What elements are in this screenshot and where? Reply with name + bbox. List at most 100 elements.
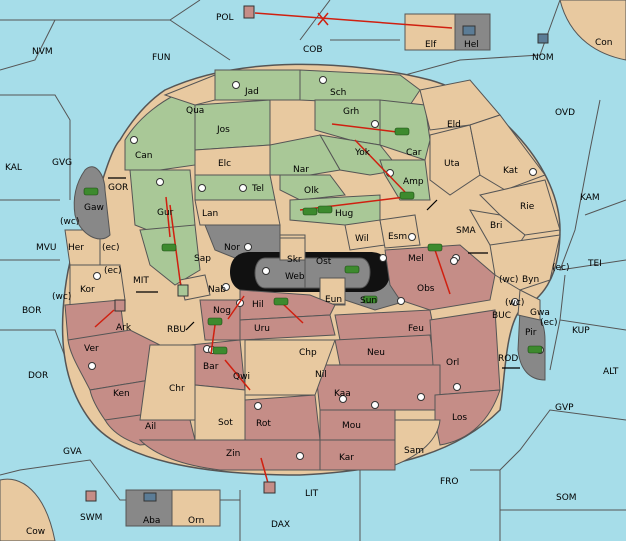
region-sch[interactable] <box>299 69 421 106</box>
region-neu[interactable] <box>334 334 436 366</box>
label-ec-byn: (ec) <box>552 263 570 273</box>
region-elf[interactable] <box>404 13 456 51</box>
region-chr[interactable] <box>139 344 196 421</box>
label-qua: Qua <box>186 106 204 116</box>
label-jad: Jad <box>244 87 259 97</box>
label-kal: KAL <box>5 163 22 173</box>
label-qwi: Qwi <box>233 372 250 382</box>
label-lit: LIT <box>305 489 319 499</box>
label-ark: Ark <box>116 323 132 333</box>
region-obs[interactable] <box>384 244 496 311</box>
label-orl: Orl <box>446 358 459 368</box>
green-regions <box>124 69 431 286</box>
region-elc[interactable] <box>194 144 271 176</box>
label-rod: ROD <box>498 354 518 364</box>
region-uta[interactable] <box>429 124 481 196</box>
region-gwa[interactable] <box>517 289 541 321</box>
label-mel: Mel <box>408 254 424 264</box>
label-swm: SWM <box>80 513 102 523</box>
label-gvg: GVG <box>52 158 72 168</box>
region-sap[interactable] <box>139 224 201 286</box>
label-ec-her: (ec) <box>102 243 120 253</box>
label-pol: POL <box>216 13 234 23</box>
label-gvp: GVP <box>555 403 574 413</box>
label-nom: NOM <box>532 53 554 63</box>
label-tei: TEI <box>587 259 602 269</box>
label-kar: Kar <box>339 453 354 463</box>
label-bor: BOR <box>22 306 41 316</box>
label-olk: Olk <box>304 186 320 196</box>
region-ail[interactable] <box>104 414 196 446</box>
label-esm: Esm <box>388 232 407 242</box>
label-nor: Nor <box>224 243 240 253</box>
label-sma: SMA <box>456 226 476 236</box>
region-orn[interactable] <box>171 489 221 527</box>
label-gwa: Gwa <box>530 308 550 318</box>
label-los: Los <box>452 413 467 423</box>
label-som: SOM <box>556 493 577 503</box>
label-chr: Chr <box>169 384 185 394</box>
label-gva: GVA <box>63 447 83 457</box>
region-can[interactable] <box>124 94 196 171</box>
region-sam[interactable] <box>394 419 441 466</box>
label-alt: ALT <box>603 367 619 377</box>
label-kat: Kat <box>503 166 518 176</box>
label-amp: Amp <box>403 177 424 187</box>
label-cob: COB <box>303 45 323 55</box>
region-web[interactable] <box>254 257 306 289</box>
region-eun-box[interactable] <box>319 277 346 305</box>
label-mit: MIT <box>133 276 149 286</box>
label-nar: Nar <box>293 165 309 175</box>
label-gor: GOR <box>108 183 128 193</box>
label-aba: Aba <box>143 516 160 526</box>
label-uru: Uru <box>254 324 270 334</box>
label-cow: Cow <box>26 527 45 537</box>
region-olk[interactable] <box>279 174 346 201</box>
label-kaa: Kaa <box>334 389 351 399</box>
fleet-units <box>85 5 549 502</box>
label-buc: BUC <box>492 311 511 321</box>
label-sap: Sap <box>194 254 211 264</box>
region-skr-box[interactable] <box>279 237 306 261</box>
region-los[interactable] <box>434 389 501 446</box>
label-ec-gwa: (ec) <box>540 318 558 328</box>
label-sun: Sun <box>360 296 377 306</box>
label-jos: Jos <box>216 125 230 135</box>
label-wc-byn: (wc) <box>499 275 518 285</box>
label-ail: Ail <box>145 422 156 432</box>
label-dax: DAX <box>271 520 290 530</box>
region-kat[interactable] <box>469 114 546 191</box>
region-gaw[interactable] <box>73 166 111 240</box>
label-mvu: MVU <box>36 243 57 253</box>
label-rie: Rie <box>520 202 535 212</box>
label-pir: Pir <box>525 328 537 338</box>
region-rie[interactable] <box>479 179 561 236</box>
region-sot[interactable] <box>194 384 246 441</box>
label-bar: Bar <box>203 362 219 372</box>
region-qua[interactable] <box>163 74 216 106</box>
label-orn: Orn <box>188 516 204 526</box>
label-tel: Tel <box>251 184 264 194</box>
passage-arrows <box>108 177 520 369</box>
label-rbu: RBU <box>167 325 186 335</box>
region-jos[interactable] <box>194 99 271 151</box>
label-gur: Gur <box>157 208 174 218</box>
label-hel: Hel <box>464 40 479 50</box>
label-mou: Mou <box>342 421 361 431</box>
label-fro: FRO <box>440 477 459 487</box>
label-kam: KAM <box>580 193 600 203</box>
label-elf: Elf <box>425 40 437 50</box>
label-wil: Wil <box>355 234 369 244</box>
label-ec-kor: (ec) <box>104 266 122 276</box>
region-kar[interactable] <box>319 439 396 471</box>
label-hug: Hug <box>335 209 353 219</box>
label-fun: FUN <box>152 53 171 63</box>
label-elc: Elc <box>218 159 231 169</box>
region-chp[interactable] <box>244 339 336 396</box>
label-wc-gwa: (wc) <box>505 298 524 308</box>
label-her: Her <box>68 243 84 253</box>
region-rot[interactable] <box>244 394 321 441</box>
label-nil: Nil <box>315 370 327 380</box>
label-byn: Byn <box>522 275 539 285</box>
